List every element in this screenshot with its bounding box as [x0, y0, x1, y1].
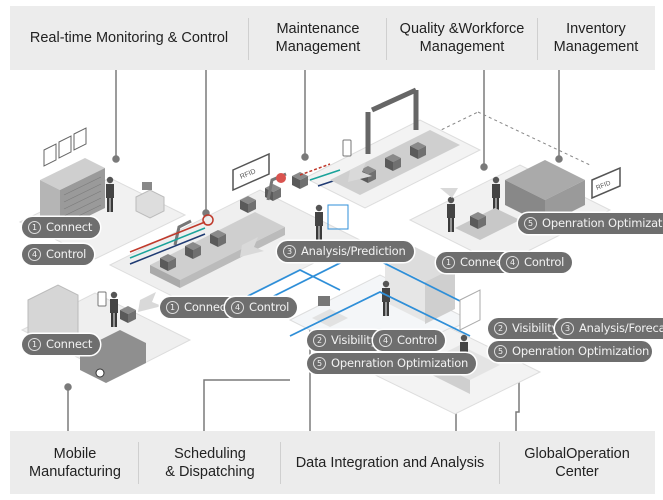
- label-analysis-prediction: 3 Analysis/Prediction: [277, 241, 414, 262]
- pill-text: Control: [46, 247, 87, 261]
- step-number: 1: [28, 221, 41, 234]
- label-connect: 1 Connect: [160, 297, 239, 318]
- conveyor-quality: [455, 208, 520, 240]
- step-number: 1: [28, 338, 41, 351]
- pill-text: Control: [524, 255, 565, 269]
- flow-arrows: [138, 162, 458, 312]
- category-maintenance: Maintenance Management: [275, 21, 361, 55]
- label-visibility: 2 Visibility: [488, 318, 567, 339]
- signal-lines: [129, 163, 349, 265]
- pill-text: Analysis/Forecast: [579, 321, 663, 335]
- label-control: 4 Control: [500, 252, 573, 273]
- category-scheduling: Scheduling & Dispatching: [165, 445, 255, 480]
- label-control: 4 Control: [225, 297, 298, 318]
- pill-text: Control: [249, 300, 290, 314]
- bottom-category-band: [10, 431, 655, 494]
- category-data-integration: Data Integration and Analysis: [295, 454, 485, 471]
- step-number: 3: [561, 322, 574, 335]
- step-number: 3: [283, 245, 296, 258]
- step-number: 4: [28, 248, 41, 261]
- label-connect: 1 Connect: [22, 334, 101, 355]
- pill-text: Control: [397, 333, 438, 347]
- pill-text: Visibility: [512, 321, 559, 335]
- pill-text: Openration Optimization: [331, 356, 469, 370]
- category-global-operation: GlobalOperation Center: [524, 445, 630, 480]
- step-number: 5: [494, 345, 507, 358]
- step-number: 5: [313, 357, 326, 370]
- block-indicator: [202, 214, 214, 226]
- label-control: 4 Control: [22, 244, 95, 265]
- gantry-robot: [330, 87, 460, 195]
- step-number: 4: [506, 256, 519, 269]
- hazard-icons: [43, 127, 87, 167]
- pill-text: Visibility: [331, 333, 378, 347]
- divider: [537, 18, 538, 60]
- label-control: 4 Control: [373, 330, 446, 351]
- conveyor-production: [150, 172, 308, 288]
- step-number: 4: [379, 334, 392, 347]
- pill-text: Analysis/Prediction: [301, 244, 406, 258]
- label-connect: 1 Connect: [436, 252, 515, 273]
- pill-text: Openration Optimization: [542, 216, 663, 230]
- step-number: 2: [313, 334, 326, 347]
- mobile-device: [342, 139, 352, 157]
- step-number: 1: [442, 256, 455, 269]
- category-inventory: Inventory Management: [553, 21, 639, 55]
- category-realtime-monitoring: Real-time Monitoring & Control: [29, 30, 229, 46]
- divider: [499, 442, 500, 484]
- rfid-tag-left: [232, 152, 270, 192]
- pill-text: Connect: [46, 337, 93, 351]
- step-number: 2: [494, 322, 507, 335]
- label-operation-optimization: 5 Openration Optimization: [307, 353, 477, 374]
- category-quality-workforce: Quality &Workforce Management: [399, 21, 525, 55]
- pill-text: Connect: [460, 255, 507, 269]
- divider: [280, 442, 281, 484]
- label-operation-optimization: 5 Openration Optimization: [488, 341, 652, 362]
- operator-station: [327, 204, 349, 230]
- category-mobile-manufacturing: Mobile Manufacturing: [29, 445, 121, 480]
- top-category-band: [10, 6, 655, 70]
- pill-text: Connect: [46, 220, 93, 234]
- rfid-tag-right: [591, 166, 621, 200]
- label-connect: 1 Connect: [22, 217, 101, 238]
- server-room: [385, 247, 455, 324]
- mobile-device: [97, 291, 107, 307]
- checklist-board: [459, 289, 481, 331]
- alert-indicator: [276, 173, 286, 183]
- step-number: 5: [524, 217, 537, 230]
- label-analysis-forecast: 3 Analysis/Forecast: [555, 318, 663, 339]
- pill-text: Openration Optimization: [512, 344, 650, 358]
- workstation: [312, 296, 348, 327]
- pill-text: Connect: [184, 300, 231, 314]
- divider: [138, 442, 139, 484]
- step-number: 1: [166, 301, 179, 314]
- divider: [386, 18, 387, 60]
- label-operation-optimization: 5 Openration Optimization: [518, 213, 663, 234]
- step-number: 4: [231, 301, 244, 314]
- label-visibility: 2 Visibility: [307, 330, 386, 351]
- kiosk: [135, 182, 165, 219]
- divider: [248, 18, 249, 60]
